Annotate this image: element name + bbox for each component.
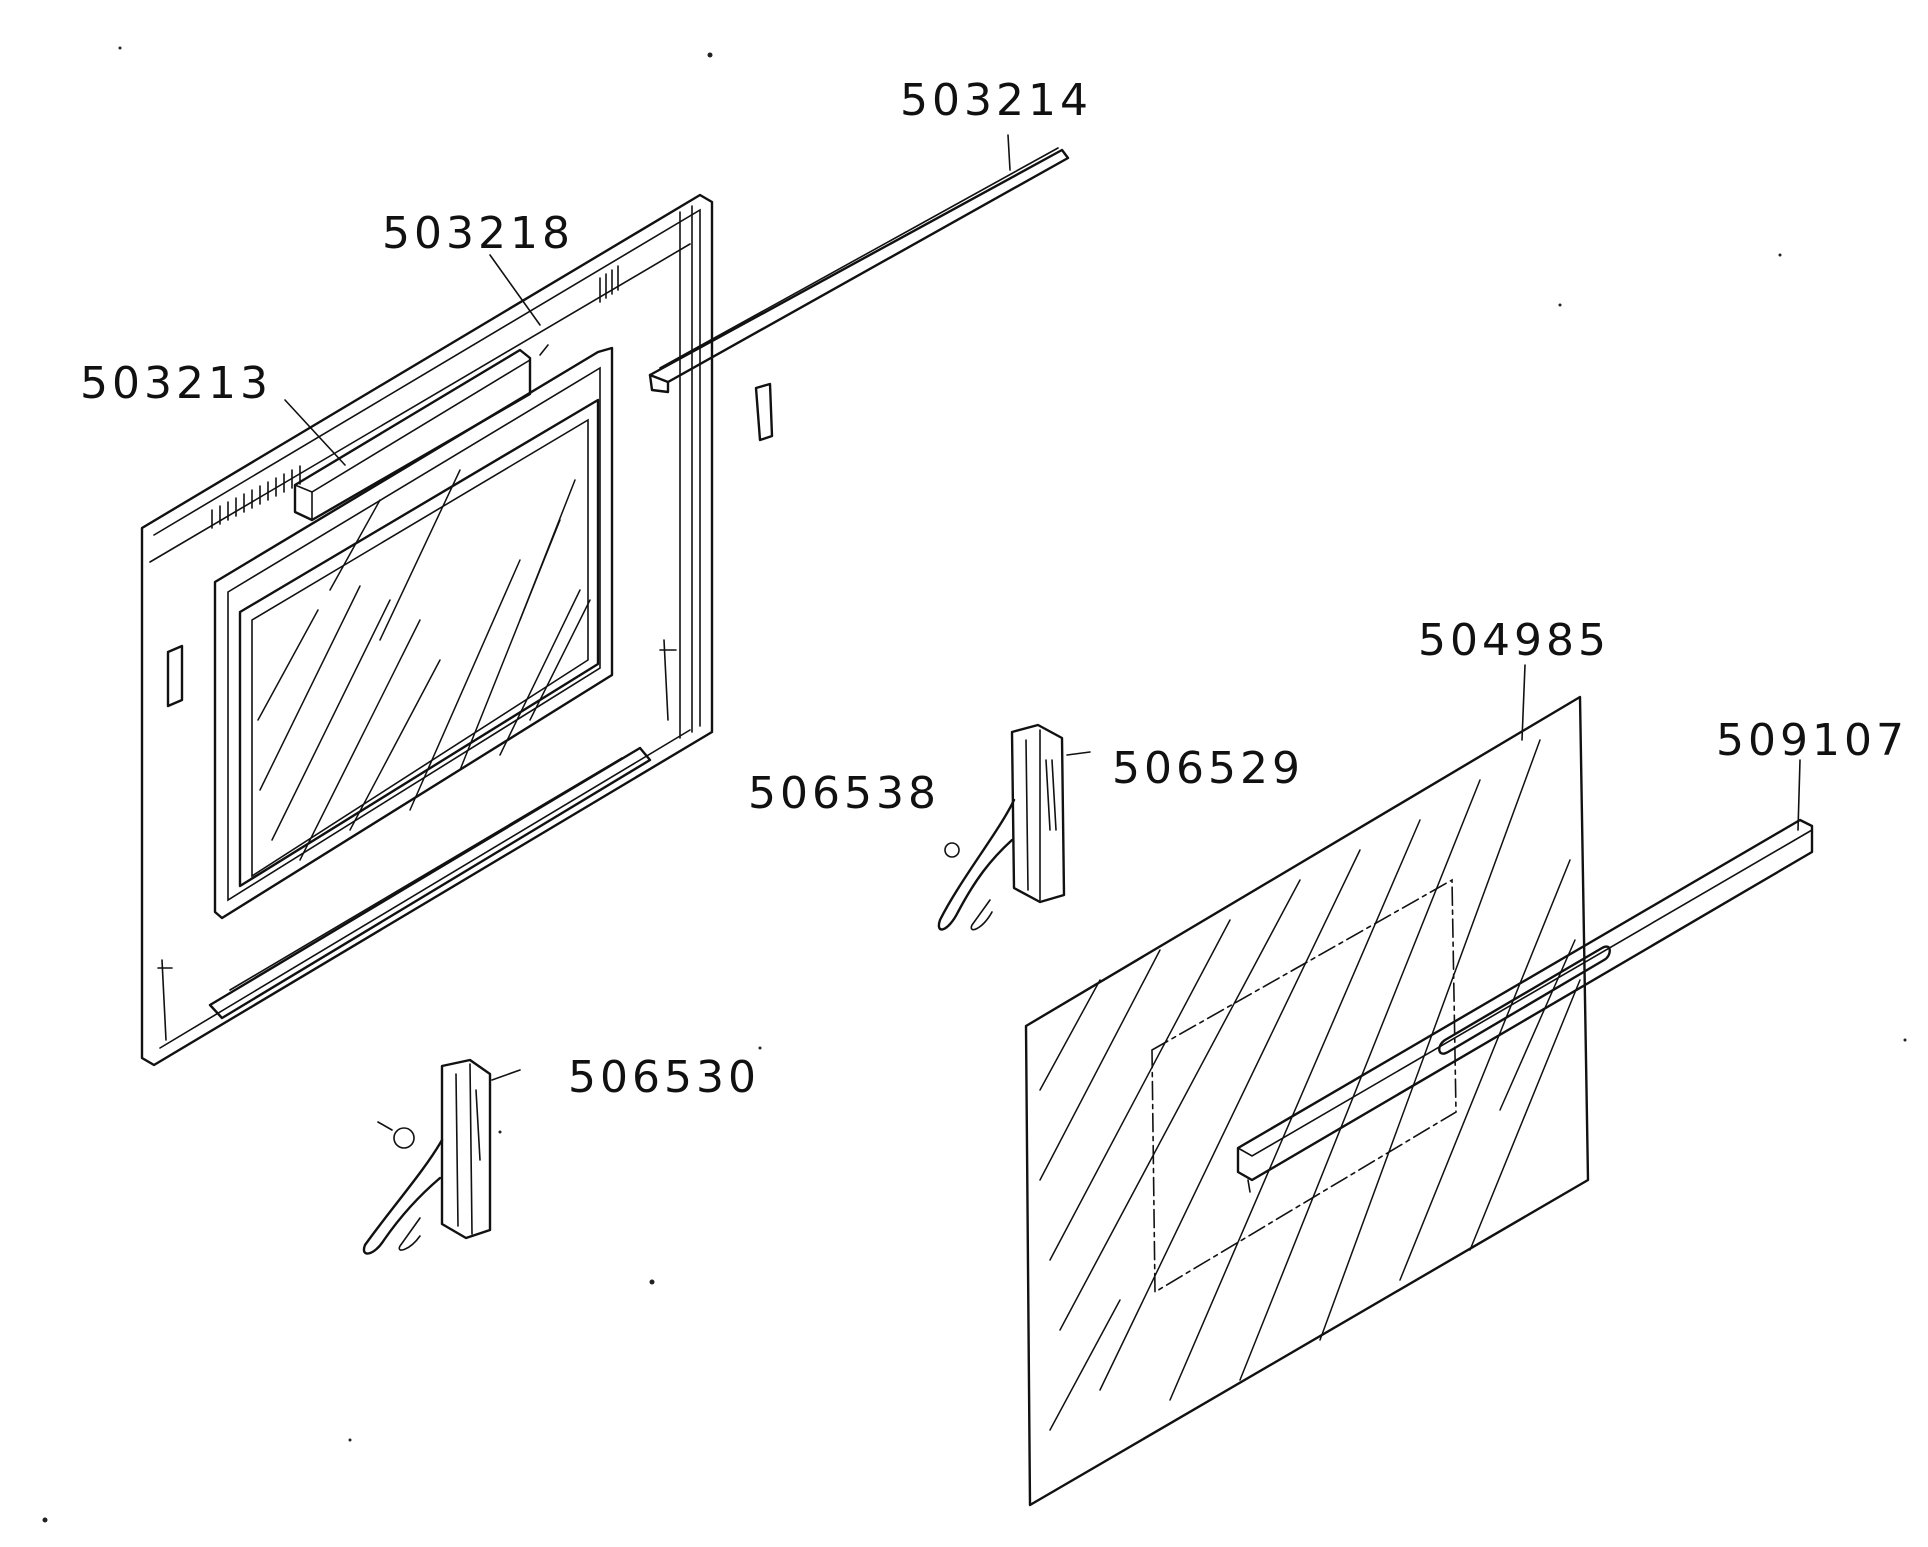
spacer-clip [754, 382, 774, 442]
label-503214: 503214 [900, 75, 1092, 126]
label-506529: 506529 [1112, 743, 1304, 794]
scan-speckles [42, 46, 1907, 1523]
label-503218: 503218 [382, 208, 574, 259]
label-504985: 504985 [1418, 615, 1610, 666]
hinge-506530 [362, 1058, 492, 1255]
leader-lines [284, 134, 1801, 1081]
top-trim-strip-503214 [648, 147, 1070, 394]
door-handle-509107 [1236, 818, 1814, 1193]
handle-bar-503213 [293, 348, 532, 522]
label-509107: 509107 [1716, 715, 1908, 766]
label-506530: 506530 [568, 1052, 760, 1103]
label-503213: 503213 [80, 358, 272, 409]
inner-door-panel [140, 193, 714, 1067]
hinge-506529 [937, 723, 1066, 931]
outer-glass-504985 [1024, 695, 1590, 1507]
label-506538: 506538 [748, 768, 940, 819]
